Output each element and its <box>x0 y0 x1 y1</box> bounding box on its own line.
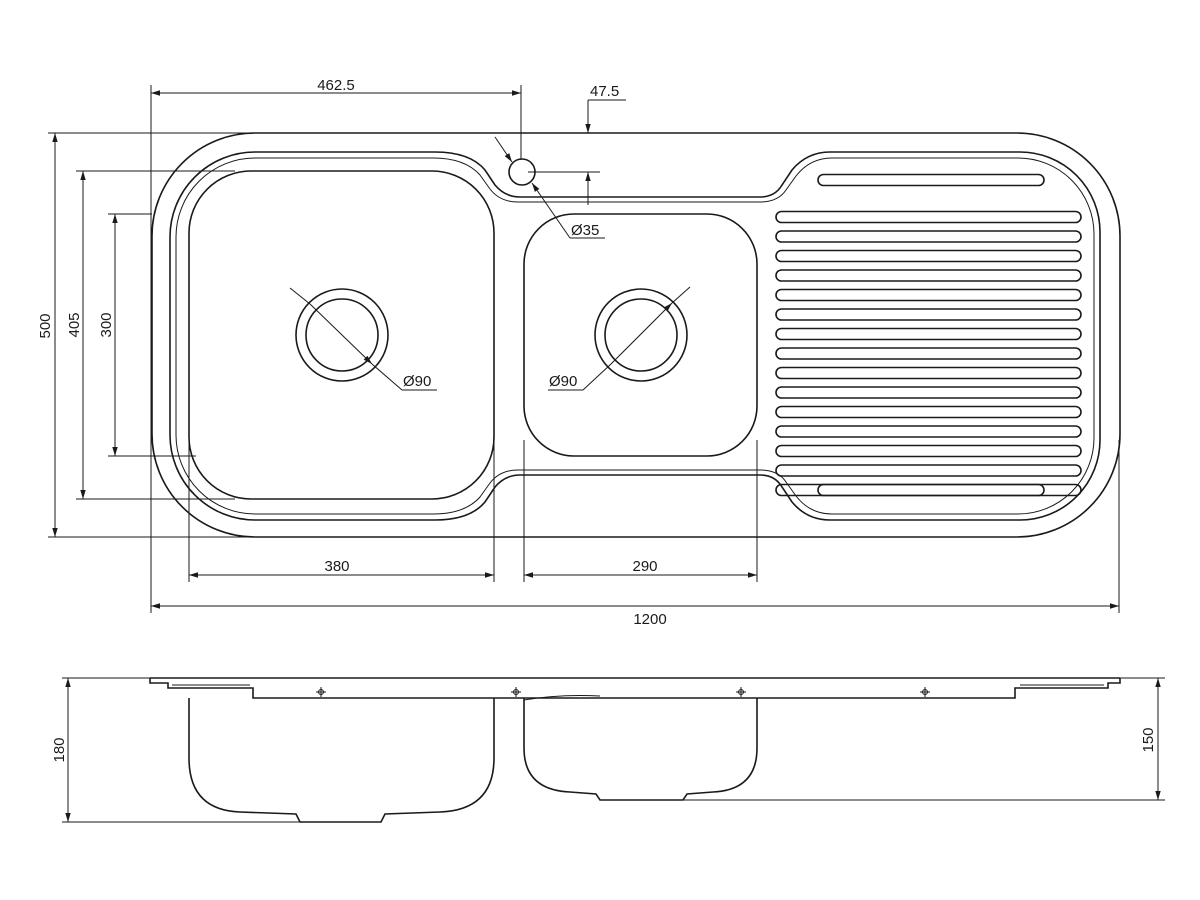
drainer-ribs <box>775 173 1082 497</box>
waste-right-leader <box>610 302 673 365</box>
drainer-rib <box>775 210 1082 224</box>
waste-right-outer <box>594 288 688 382</box>
waste-right-inner <box>604 298 678 372</box>
bowl-rim-outer <box>169 151 1101 521</box>
dim-label-47-5: 47.5 <box>590 83 619 100</box>
drainer-rib <box>775 464 1082 477</box>
small-bowl <box>523 213 758 457</box>
dim-label-290: 290 <box>632 558 657 575</box>
large-bowl <box>188 170 495 500</box>
drainer-rib <box>817 173 1045 187</box>
elevation-right-bowl <box>523 698 758 801</box>
drainer-rib <box>775 386 1082 399</box>
waste-left-leader <box>309 303 373 365</box>
dim-label-462-5: 462.5 <box>317 77 355 94</box>
dim-label-405: 405 <box>66 312 83 337</box>
sink-outer-outline <box>151 132 1121 538</box>
dim-label-1200: 1200 <box>633 611 666 628</box>
dim-label-waste-left: Ø90 <box>403 373 431 390</box>
drainer-rib <box>775 444 1082 458</box>
tap-hole-leader <box>531 182 571 239</box>
waste-left-outer <box>295 288 389 382</box>
elevation-left-bowl <box>188 698 495 823</box>
dim-label-waste-right: Ø90 <box>549 373 577 390</box>
drainer-rib <box>775 425 1082 438</box>
dim-label-180: 180 <box>51 737 68 762</box>
drainer-rib <box>775 308 1082 321</box>
dim-label-500: 500 <box>37 313 54 338</box>
dim-label-300: 300 <box>98 312 115 337</box>
drainer-rib <box>775 347 1082 360</box>
elevation-dimensions: 180 150 <box>51 677 1165 823</box>
side-elevation <box>149 677 1121 823</box>
plan-dimensions: 462.5 47.5 Ø35 Ø90 Ø90 500 405 300 <box>37 77 1120 628</box>
drainer-rib <box>775 327 1082 341</box>
drainer-rib <box>775 249 1082 263</box>
dim-label-150: 150 <box>1140 727 1157 752</box>
drainer-rib <box>775 269 1082 282</box>
drainer-rib <box>775 366 1082 380</box>
drainer-rib <box>775 230 1082 243</box>
plan-view <box>151 132 1121 538</box>
dim-label-380: 380 <box>324 558 349 575</box>
drainer-rib <box>775 483 1082 497</box>
dim-label-tap-hole: Ø35 <box>571 222 599 239</box>
bowl-rim-inner <box>175 157 1095 515</box>
elevation-rim <box>149 678 1121 699</box>
waste-left-inner <box>305 298 379 372</box>
drainer-rib <box>817 483 1045 497</box>
drainer-rib <box>775 405 1082 419</box>
drainer-rib <box>775 288 1082 302</box>
fixing-clips <box>316 687 930 697</box>
